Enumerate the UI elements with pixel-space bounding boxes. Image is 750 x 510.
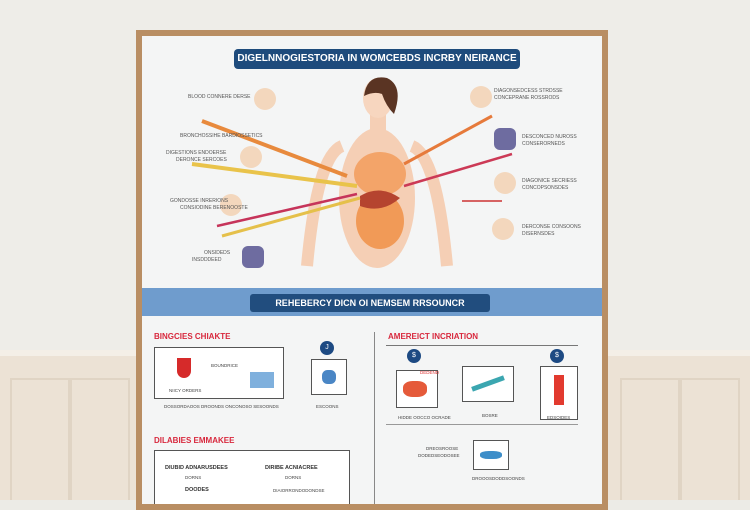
label: CONSERORNEDS bbox=[522, 141, 565, 147]
label: CONCEPRANE ROSSRODS bbox=[494, 95, 560, 101]
step-badge: J bbox=[320, 341, 334, 355]
caption: DROOOSDODDSOONDS bbox=[472, 476, 525, 481]
flow-box bbox=[462, 366, 514, 402]
box-label: DOODES bbox=[185, 487, 209, 493]
arrow-crimson bbox=[216, 192, 358, 228]
caption: HIDDE OOCCO OCRADE bbox=[398, 415, 451, 420]
flow-box bbox=[540, 366, 578, 420]
box-label: NIICY ORDERS bbox=[169, 388, 202, 393]
caption: DREOSROOSE bbox=[426, 446, 459, 451]
poster-title: DIGELNNOGIESTORIA IN WOMCEBDS INCRBY NEI… bbox=[234, 49, 520, 69]
caption: ESCOONS bbox=[316, 404, 339, 409]
wall-panel bbox=[680, 378, 740, 500]
box-label: BOUNDRICE bbox=[211, 363, 239, 368]
label: DIAGONSEDCESS STRDSSE bbox=[494, 88, 563, 94]
flow-box bbox=[311, 359, 347, 395]
tag: DEDEND bbox=[420, 370, 440, 375]
section-heading: AMEREICT INCRIATION bbox=[388, 332, 479, 341]
caption: DOSSORDAOOS DROONDS ONCONOSO SESOONDS bbox=[164, 404, 279, 409]
arrow-yellow-2 bbox=[221, 196, 361, 238]
section-title: REHEBERCY DICN OI NEMSEM RRSOUNCR bbox=[250, 294, 490, 312]
label: ONSIDEDS bbox=[204, 250, 231, 256]
section-heading: DILABIES EMMAKEE bbox=[154, 436, 235, 445]
box-label: DIUBID ADNARUSDEES bbox=[165, 465, 228, 471]
organ-icon bbox=[240, 146, 262, 168]
label: DERONCE SERCOES bbox=[176, 157, 227, 163]
label: DIGESTIONS ENDOERSE bbox=[166, 150, 227, 156]
wall-panel bbox=[70, 378, 130, 500]
wall-panel bbox=[620, 378, 680, 500]
organ-icon bbox=[220, 194, 242, 216]
stomach-icon bbox=[242, 246, 264, 268]
divider bbox=[374, 332, 375, 504]
label: INSDDDEED bbox=[192, 257, 222, 263]
bottle-icon bbox=[470, 86, 492, 108]
caption: EDSOIDES bbox=[547, 415, 571, 420]
label: BRONCHOSSIHE BARDIOSSETICS bbox=[180, 133, 263, 139]
label: DIAGONICE SECRIESS bbox=[522, 178, 577, 184]
flow-box bbox=[396, 370, 438, 408]
flow-box: BOUNDRICE NIICY ORDERS bbox=[154, 347, 284, 399]
caption: DODEDSEODOSEE bbox=[418, 453, 460, 458]
kidney-icon bbox=[494, 128, 516, 150]
arrow-orange bbox=[201, 119, 348, 178]
wall-panel bbox=[10, 378, 70, 500]
box-label: DORNS bbox=[185, 475, 202, 480]
box-label: DORNS bbox=[285, 475, 302, 480]
body-diagram bbox=[191, 77, 513, 268]
step-badge: $ bbox=[550, 349, 564, 363]
step-badge: $ bbox=[407, 349, 421, 363]
hair bbox=[364, 77, 398, 114]
label: DISERNSDES bbox=[522, 231, 555, 237]
section-heading: BINGCIES CHIAKTE bbox=[154, 332, 231, 341]
cup-icon bbox=[494, 172, 516, 194]
box-label: DIAIORRONDODONDSE bbox=[273, 488, 325, 493]
caption: BOSRE bbox=[482, 413, 498, 418]
flow-box bbox=[473, 440, 509, 470]
heart-icon bbox=[254, 88, 276, 110]
flow-box: DIUBID ADNARUSDEES DIRIBE ACNIACREE DORN… bbox=[154, 450, 350, 504]
label: DERCONSE CONSOONS bbox=[522, 224, 581, 230]
person-icon bbox=[492, 218, 514, 240]
label: CONSIODINE BERENOOSTE bbox=[180, 205, 248, 211]
label: GONDOSSE INRERIONS bbox=[170, 198, 229, 204]
lungs bbox=[354, 152, 406, 196]
arrow-orange-right bbox=[403, 114, 493, 166]
label: BLOOD CONNERE DERSE bbox=[188, 94, 251, 100]
label: CONCOPSONSDES bbox=[522, 185, 569, 191]
label: DESCONCED NUROSS bbox=[522, 134, 577, 140]
arrow-yellow bbox=[191, 162, 358, 188]
liver bbox=[360, 190, 400, 209]
box-label: DIRIBE ACNIACREE bbox=[265, 465, 318, 471]
poster-frame: DIGELNNOGIESTORIA IN WOMCEBDS INCRBY NEI… bbox=[136, 30, 608, 510]
arrow-red-right bbox=[403, 152, 513, 188]
poster: DIGELNNOGIESTORIA IN WOMCEBDS INCRBY NEI… bbox=[142, 36, 602, 504]
